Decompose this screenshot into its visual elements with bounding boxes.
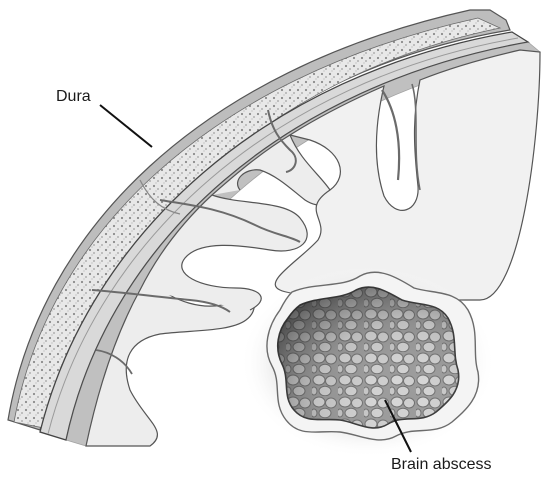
dura-label: Dura <box>56 89 91 105</box>
brain-abscess-label: Brain abscess <box>391 457 492 473</box>
dura-leader-line <box>100 105 152 147</box>
abscess <box>240 266 496 458</box>
